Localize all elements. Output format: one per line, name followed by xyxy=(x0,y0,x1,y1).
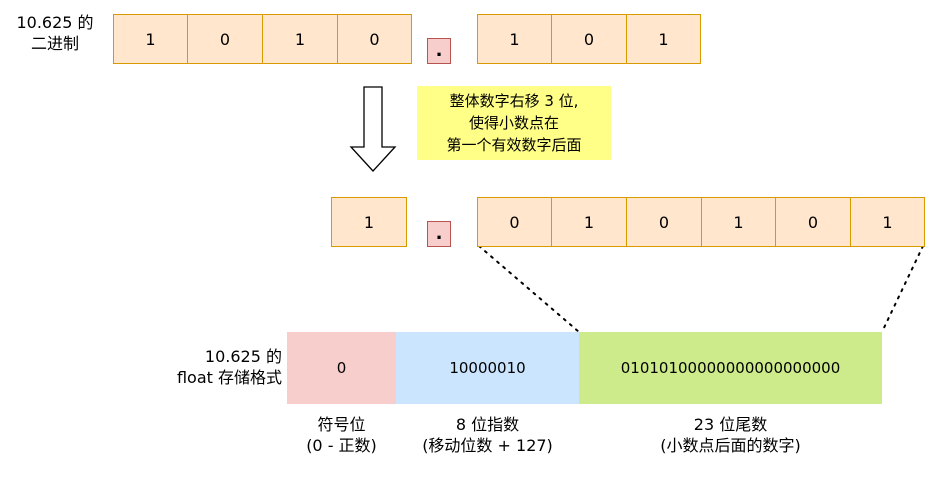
binary-frac-bit: 1 xyxy=(626,14,701,64)
normalized-point: . xyxy=(427,221,451,247)
shift-note-line-1: 整体数字右移 3 位, xyxy=(449,92,579,110)
float-label: 10.625 的 float 存储格式 xyxy=(142,346,282,388)
binary-int-bit: 1 xyxy=(113,14,188,64)
normalized-frac-bit: 1 xyxy=(551,197,627,247)
binary-frac-bit: 1 xyxy=(477,14,552,64)
normalized-frac-bit: 0 xyxy=(775,197,851,247)
down-arrow xyxy=(349,86,397,172)
binary-frac-bit: 0 xyxy=(551,14,627,64)
float-label-line-1: 10.625 的 xyxy=(204,347,282,366)
sign-bit-caption-line-2: (0 - 正数) xyxy=(306,436,377,455)
shift-note-line-3: 第一个有效数字后面 xyxy=(446,136,582,154)
binary-int-bit: 1 xyxy=(262,14,338,64)
normalized-frac-bit: 1 xyxy=(850,197,925,247)
exponent-box: 10000010 xyxy=(396,332,579,404)
float-label-line-2: float 存储格式 xyxy=(176,368,282,387)
sign-bit-caption-line-1: 符号位 xyxy=(317,415,366,434)
mantissa-connector-left xyxy=(478,245,580,333)
binary-label-line-2: 二进制 xyxy=(30,34,79,53)
sign-bit-box: 0 xyxy=(287,332,396,404)
normalized-frac-bit: 0 xyxy=(477,197,552,247)
mantissa-caption-line-1: 23 位尾数 xyxy=(693,415,768,434)
shift-note-line-2: 使得小数点在 xyxy=(468,114,559,132)
exponent-caption: 8 位指数 (移动位数 + 127) xyxy=(396,414,579,456)
binary-int-bit: 0 xyxy=(337,14,412,64)
mantissa-caption: 23 位尾数 (小数点后面的数字) xyxy=(579,414,882,456)
mantissa-connector-right xyxy=(881,245,924,333)
exponent-caption-line-2: (移动位数 + 127) xyxy=(422,436,553,455)
mantissa-box: 01010100000000000000000 xyxy=(579,332,882,404)
normalized-int-bit: 1 xyxy=(331,197,407,247)
exponent-caption-line-1: 8 位指数 xyxy=(455,415,520,434)
sign-bit-caption: 符号位 (0 - 正数) xyxy=(287,414,396,456)
binary-label-line-1: 10.625 的 xyxy=(16,13,94,32)
shift-note: 整体数字右移 3 位, 使得小数点在 第一个有效数字后面 xyxy=(417,86,611,160)
normalized-frac-bit: 1 xyxy=(701,197,776,247)
binary-int-bit: 0 xyxy=(187,14,263,64)
binary-label: 10.625 的 二进制 xyxy=(10,12,100,54)
binary-point: . xyxy=(427,38,451,64)
mantissa-caption-line-2: (小数点后面的数字) xyxy=(660,436,801,455)
normalized-frac-bit: 0 xyxy=(626,197,702,247)
